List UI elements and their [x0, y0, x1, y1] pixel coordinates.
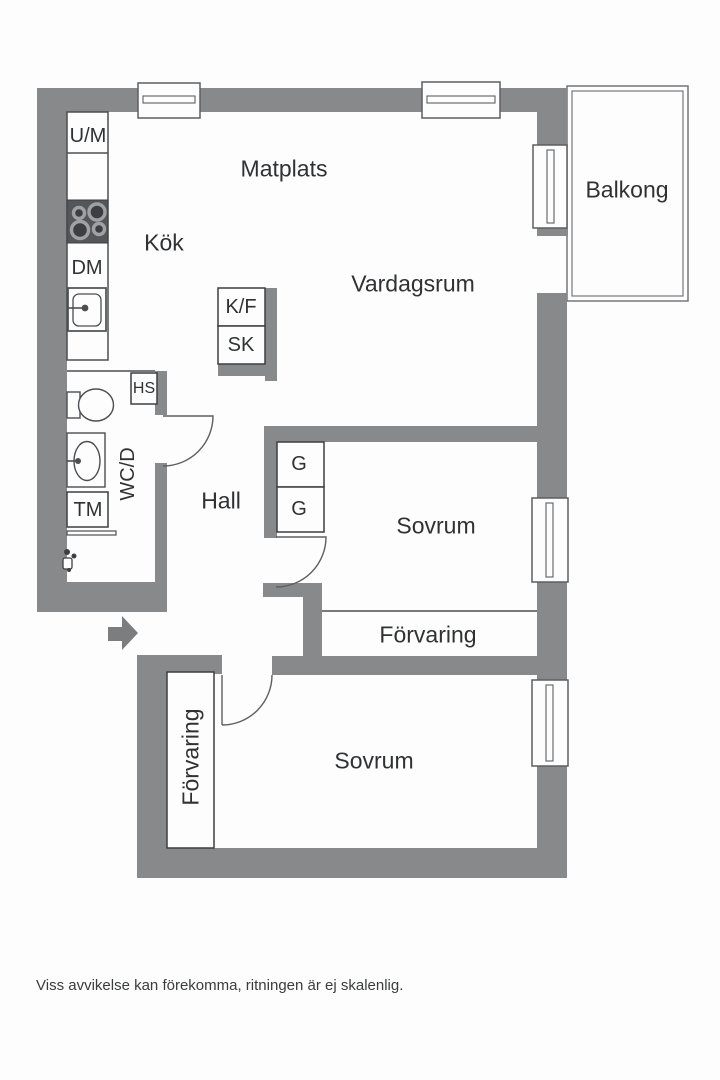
kitchen-window — [137, 82, 201, 119]
bathroom-door — [162, 415, 214, 467]
bathroom-sink-icon — [66, 432, 106, 488]
living-window — [421, 81, 501, 119]
kf-sk-cabinet — [217, 287, 266, 365]
toilet-icon — [66, 388, 115, 422]
exterior-walls — [37, 88, 568, 878]
fixture-label-hs: HS — [132, 380, 156, 397]
room-label-living: Vardagsrum — [351, 270, 475, 297]
room-label-hall: Hall — [201, 487, 241, 514]
fixture-label-tm: TM — [73, 499, 103, 521]
bedroom1-door — [275, 536, 327, 588]
fixture-label-g1: G — [291, 453, 307, 475]
footer-disclaimer: Viss avvikelse kan förekomma, ritningen … — [36, 977, 404, 994]
balcony-outline — [566, 85, 689, 302]
stove-icon — [66, 199, 109, 244]
door-swings — [162, 415, 327, 726]
bedroom2-door — [221, 674, 273, 726]
room-label-balcony: Balkong — [585, 176, 669, 203]
interior-walls — [137, 288, 562, 675]
hs-cabinet — [130, 372, 158, 405]
balcony-door — [532, 144, 568, 229]
room-label-bedroom1: Sovrum — [396, 512, 476, 539]
fixture-label-kf: K/F — [225, 296, 257, 318]
windows — [137, 81, 569, 767]
entry-arrow-icon — [108, 616, 138, 650]
fixture-label-g2: G — [291, 498, 307, 520]
room-label-storage2: Förvaring — [177, 708, 204, 806]
bedroom2-window — [531, 679, 569, 767]
fixture-label-dm: DM — [71, 257, 103, 279]
kitchen-sink-icon — [67, 287, 107, 332]
room-label-kitchen: Kök — [144, 229, 184, 256]
room-label-bedroom2: Sovrum — [334, 747, 414, 774]
fixture-label-um: U/M — [69, 125, 107, 147]
storage2-closet — [166, 671, 215, 849]
room-label-storage1: Förvaring — [379, 621, 477, 648]
partition-lines — [67, 370, 537, 612]
bedroom1-window — [531, 497, 569, 583]
shower-mixer-icon — [62, 549, 77, 572]
fixture-label-sk: SK — [227, 334, 255, 356]
room-label-dining: Matplats — [240, 155, 328, 182]
fixture-label-wcd: WC/D — [117, 447, 139, 501]
wardrobes-g — [276, 441, 325, 533]
washing-machine-box — [66, 491, 117, 536]
